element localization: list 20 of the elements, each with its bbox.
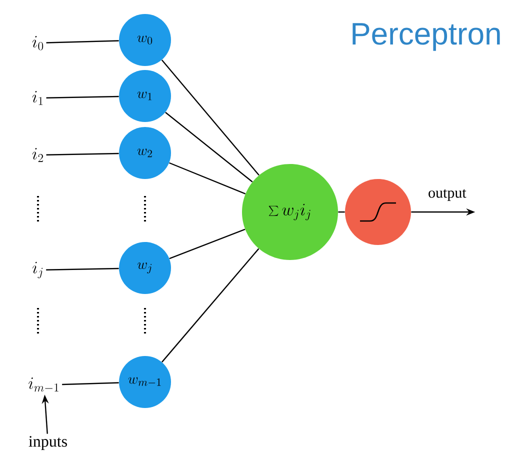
input-label: $i_1$ <box>32 91 43 105</box>
connector-line <box>46 152 119 156</box>
connector-line <box>338 211 345 213</box>
title: Perceptron <box>352 23 500 51</box>
inputs-label: inputs <box>28 436 67 450</box>
input-label: $i_j$ <box>32 262 43 278</box>
connector-line <box>46 268 119 270</box>
connector-line <box>46 40 119 44</box>
connector-line <box>162 248 260 362</box>
connector-line <box>169 162 246 194</box>
connector-line <box>62 382 119 386</box>
connector-line <box>161 60 260 176</box>
input-label: $i_0$ <box>32 36 44 50</box>
connector-line <box>169 228 246 260</box>
connector-line <box>165 112 253 182</box>
sigmoid-circle <box>345 179 411 245</box>
input-label: $i_{m-1}$ <box>28 378 58 392</box>
input-label: $i_2$ <box>32 148 43 162</box>
edge-label: output <box>428 189 466 201</box>
connector-line <box>46 96 119 98</box>
